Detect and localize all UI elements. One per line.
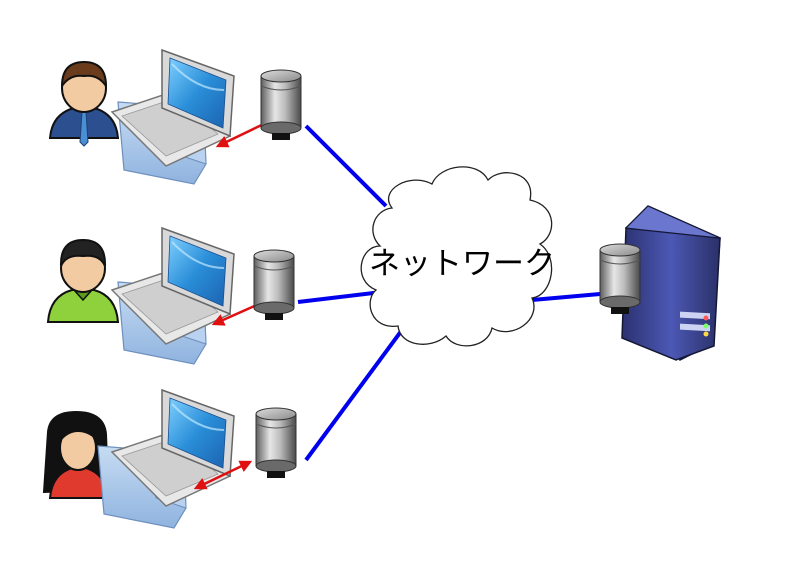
user-row-3 [42,389,297,529]
woman-red-shirt-icon [42,410,110,499]
link-user1-network [304,124,388,208]
database-icon [260,69,302,141]
link-network-server [531,292,601,302]
link-user3-network [304,328,404,462]
man-with-tie-icon [48,60,120,147]
user-row-1 [48,49,302,185]
network-cloud: ネットワーク [360,166,555,347]
user-row-2 [46,227,295,365]
network-links [297,124,601,462]
server-icon [621,205,721,362]
database-icon [253,249,295,321]
server-group [599,205,721,362]
link-user2-network [297,290,383,304]
database-icon [599,243,641,315]
man-green-shirt-icon [46,238,120,323]
network-label: ネットワーク [369,246,555,282]
sync-arrow [193,460,253,490]
database-icon [255,407,297,479]
